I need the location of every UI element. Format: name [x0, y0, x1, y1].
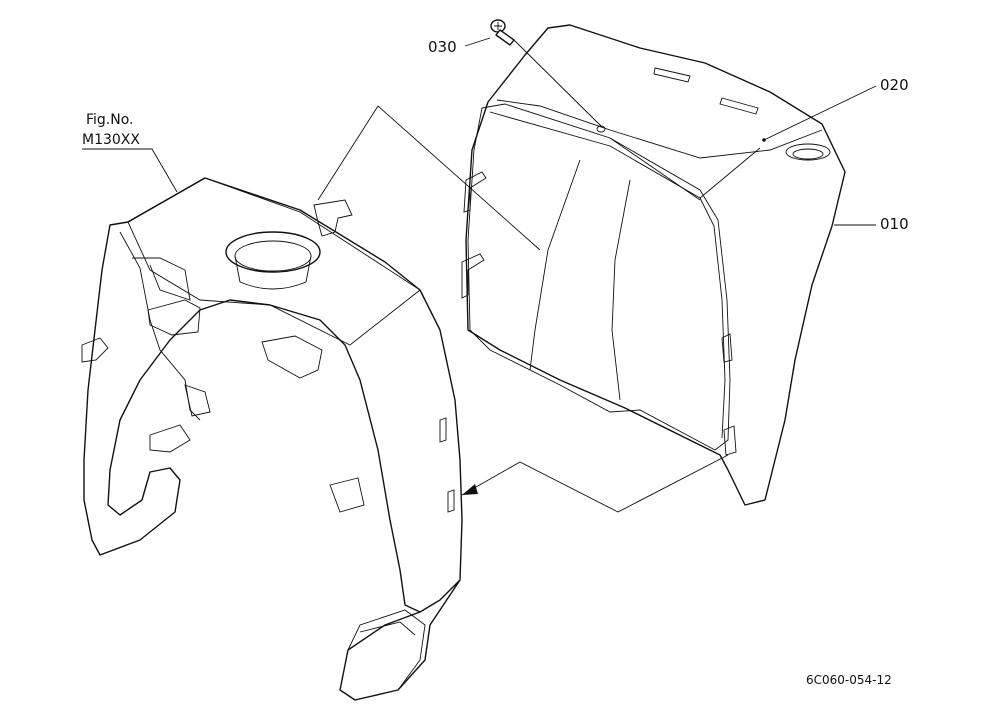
fig-leader-line: [82, 148, 178, 193]
callout-020-label: 020: [880, 76, 909, 94]
assembly-line-lower: [461, 454, 729, 513]
drawing-code: 6C060-054-12: [806, 673, 892, 687]
screw-part-030: [490, 19, 515, 46]
fig-no-label: Fig.No.: [86, 112, 134, 128]
assembly-line-upper: [377, 105, 541, 251]
assembly-arrowhead: [462, 484, 478, 495]
callout-010-label: 010: [880, 215, 909, 233]
screw-assembly-line: [513, 39, 602, 127]
callout-020-leader: [763, 85, 877, 141]
callout-030-label: 030: [428, 38, 457, 56]
fig-number: M130XX: [82, 132, 140, 148]
assembly-line-upper-left: [317, 105, 379, 201]
callout-020-point: [762, 138, 766, 142]
callout-030-leader: [464, 37, 491, 47]
rear-cover-part-010: [461, 24, 846, 506]
front-cover-frame: [81, 177, 463, 701]
